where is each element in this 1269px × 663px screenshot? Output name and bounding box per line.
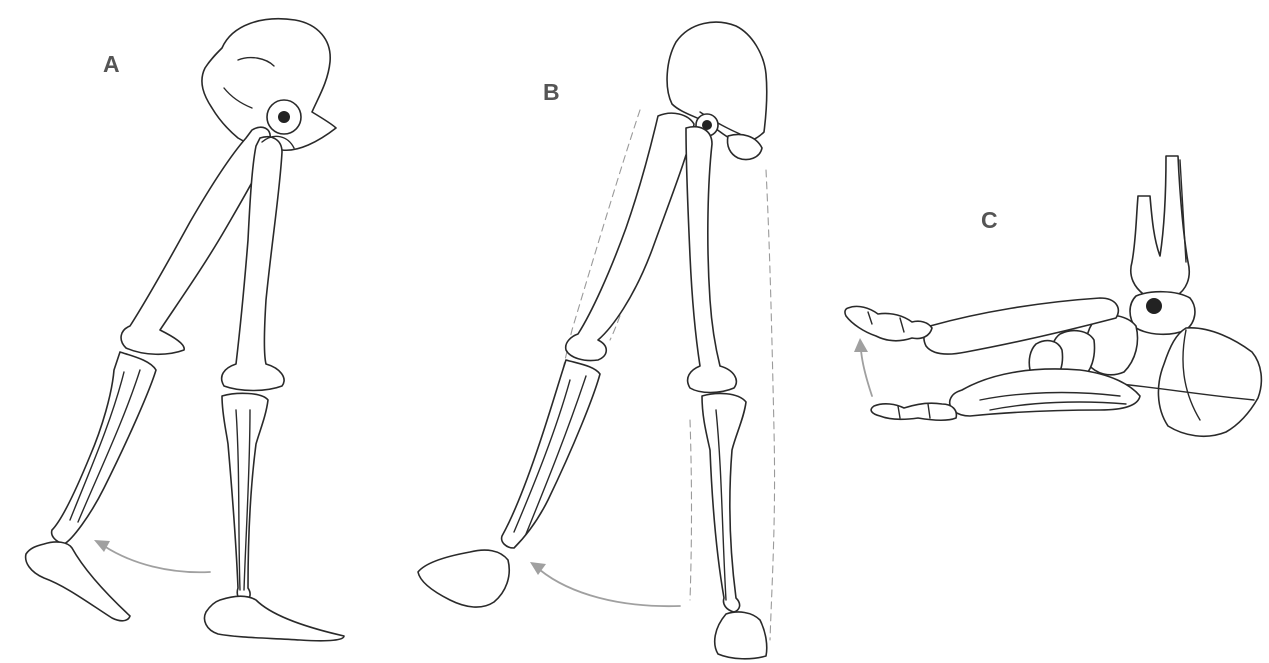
foot-flexed (26, 542, 130, 621)
panel-c: C (845, 156, 1261, 436)
toes-upper (845, 306, 932, 340)
tibia-flexed (502, 360, 600, 548)
motion-arrow-b (540, 570, 680, 606)
foot-flexed (418, 550, 509, 607)
arrow-head-a (94, 540, 110, 552)
panel-b-label: B (543, 79, 560, 105)
leg-outline-standing (766, 170, 775, 640)
ankle-pivot-point (1146, 298, 1162, 314)
calcaneus (1158, 328, 1261, 436)
panel-b-skeleton-icon (418, 22, 775, 659)
femur-standing (686, 127, 736, 393)
panel-c-label: C (981, 207, 998, 233)
foot-standing (715, 612, 767, 659)
arrow-head-c (854, 338, 868, 352)
panel-c-skeleton-icon (845, 156, 1261, 436)
foot-standing (205, 596, 345, 641)
tibia-standing (702, 394, 746, 612)
panel-a: A (26, 19, 344, 641)
femur-flexed (566, 113, 694, 360)
hip-pivot-point (278, 111, 290, 123)
panel-b: B (418, 22, 775, 659)
toes-lower (871, 403, 956, 420)
motion-arrow-c (861, 350, 872, 396)
panel-a-label: A (103, 51, 120, 77)
tibia-flexed (52, 352, 156, 544)
motion-arrow-a (104, 546, 210, 572)
panel-a-skeleton-icon (26, 19, 344, 641)
